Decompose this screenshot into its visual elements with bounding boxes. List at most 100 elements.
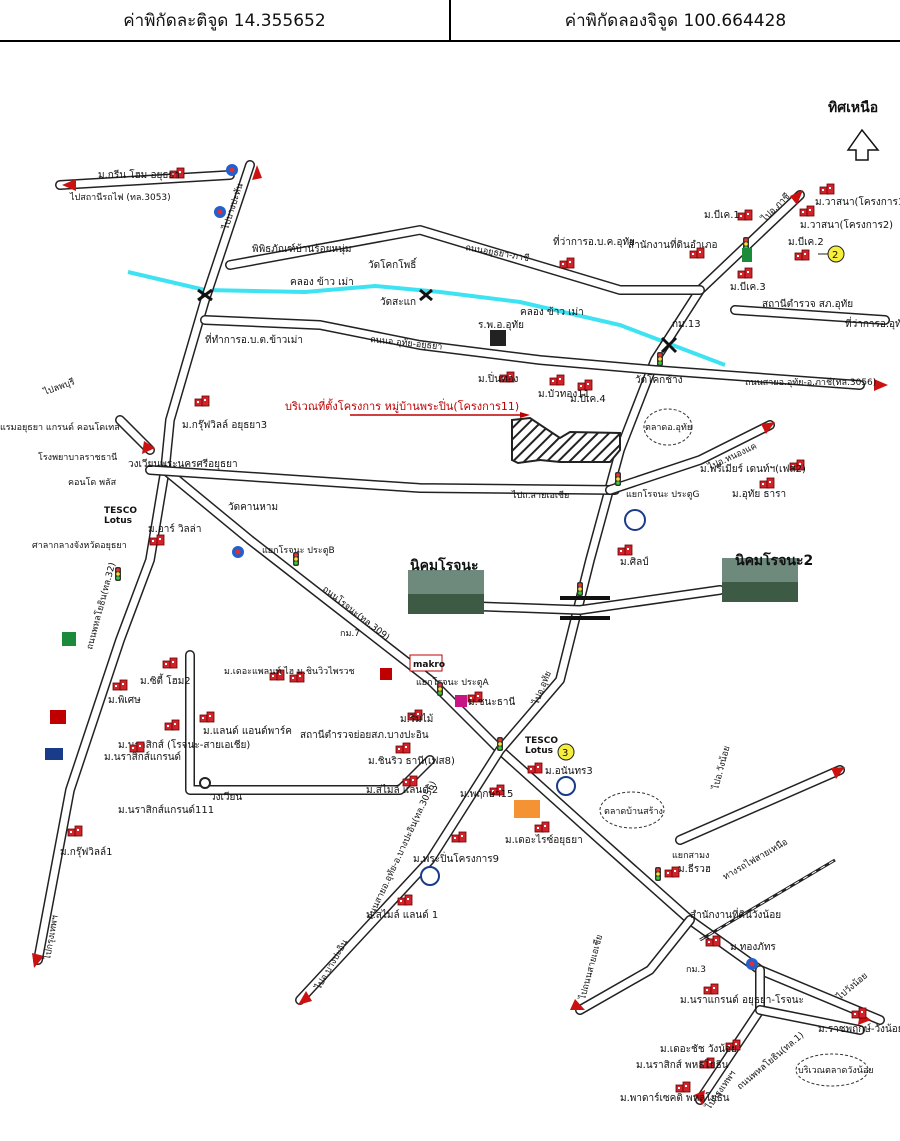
place-label: แยกสามง <box>672 851 709 861</box>
place-label: วัดสะแก <box>380 297 416 308</box>
place-label: ม.พิเศษ <box>108 695 141 706</box>
place-label: ม.เดอะไรซ์อยุธยา <box>505 834 583 846</box>
place-label: แยกโรจนะ ประตูG <box>626 489 700 500</box>
place-label: ม.แลนด์ แอนด์พาร์ค <box>203 725 292 737</box>
place-label: คอนโด พลัส <box>68 477 117 488</box>
svg-text:นิคมโรจนะ2: นิคมโรจนะ2 <box>735 551 813 569</box>
place-label: ม.ริมไม้ <box>400 713 433 725</box>
place-label: ม.บีเค.3 <box>730 281 766 293</box>
road-label-4: ถนนอยุธยา-ภาชี <box>464 242 530 264</box>
place-label: วัดคานหาม <box>228 502 278 513</box>
place-label: สำนักงานที่ดินวังน้อย <box>690 907 781 921</box>
place-label: โรงพยาบาลราชธานี <box>38 452 117 463</box>
place-label: ม.ทองภัทร <box>730 942 776 953</box>
project-site[interactable] <box>511 416 621 465</box>
place-label: ม.ซิตี้ โฮม2 <box>140 673 191 687</box>
makro-logo: makro <box>409 654 445 672</box>
place-label: ที่ทำการอ.บ.ต.ข้าวเม่า <box>205 332 303 346</box>
place-label: ม.กรุ๊ฟวิลล์1 <box>60 846 113 858</box>
industrial-estate-2: นิคมโรจนะ2 <box>722 551 813 602</box>
road-network <box>33 160 890 1105</box>
place-label: ม.สไมล์ แลนด์ 1 <box>366 909 438 921</box>
place-label: วัดโคกช้าง <box>635 373 683 386</box>
place-label: แยกโรจนะ ประตูB <box>262 545 335 556</box>
svg-text:นิคมโรจนะ: นิคมโรจนะ <box>410 556 479 574</box>
road-label-17: ไปวังน้อย <box>834 970 870 1003</box>
place-label: ศาลากลางจังหวัดอยุธยา <box>32 541 127 551</box>
place-label: ที่ว่าการอ.บ.ค.อุทัย <box>553 234 635 248</box>
road-label-20: ไปลพบุรี <box>41 376 76 398</box>
canal-label-2: คลอง ข้าว เม่า <box>520 306 584 318</box>
place-label: ม.ศิลป์ <box>620 556 649 568</box>
place-label: ม.พฤกษา15 <box>460 789 513 800</box>
north-arrow: ทิศเหนือ <box>828 100 880 161</box>
place-label: ม.เดอะแพลนท์ ไฮ ม.ชินวิวไพรวช <box>224 665 355 677</box>
place-label: วงเวียน <box>210 791 242 803</box>
place-label: ม.บีเค.4 <box>570 393 606 405</box>
place-label: ม.ชินริว ธานี(เฟส8) <box>368 755 455 767</box>
place-label: สถานีตำรวจย่อยสภ.บางปะอิน <box>300 729 429 741</box>
longitude-label: ค่าพิกัดลองจิจูด 100.664428 <box>564 10 787 31</box>
place-label: ที่ว่าการอ.อุทัย <box>845 316 900 330</box>
road-label-13: ถนนพหลโยธิน(ทล.32) <box>84 561 118 650</box>
industrial-estate-1: นิคมโรจนะ <box>408 556 484 614</box>
direction-arrows <box>32 165 888 1105</box>
road-label-12: ไปอ.บางปะอิน <box>313 938 351 993</box>
place-label: กม.3 <box>686 965 706 975</box>
place-label: ม.นราสิกส์แกรนด์ <box>104 751 181 763</box>
place-label: ตลาดบ้านสร้าง <box>604 806 663 817</box>
place-label: ร.พ.อ.อุทัย <box>478 320 524 331</box>
place-label: บริเวณตลาดวังน้อย <box>798 1065 874 1076</box>
road-label-1: ไปสถานีรถไฟ (ทล.3053) <box>69 192 171 203</box>
road-label-18: ทางรถไฟสายเหนือ <box>721 837 790 883</box>
canal-label-1: คลอง ข้าว เม่า <box>290 276 354 288</box>
place-label: ม.นราสิกส์แกรนด์111 <box>118 804 214 816</box>
place-label: ม.พรีเมียร์ เดนท์ฯ(เฟส2) <box>700 463 806 475</box>
place-label: ม.กรุ๊ฟวิลล์ อยุธยา3 <box>182 419 267 431</box>
svg-text:TESCO: TESCO <box>525 736 558 746</box>
place-label: ม.บีเค.1 <box>704 209 740 221</box>
road-label-15: ไปถนนสายเอเชีย <box>577 933 605 1001</box>
place-label: ม.ราชพฤกษ์-วังน้อย <box>818 1023 900 1035</box>
project-label: บริเวณที่ตั้งโครงการ หมู่บ้านพระปิ่น(โคร… <box>285 398 519 413</box>
svg-text:Lotus: Lotus <box>104 516 132 526</box>
svg-text:3: 3 <box>562 748 568 759</box>
svg-text:2: 2 <box>832 250 838 261</box>
place-label: ม.อนันทร3 <box>545 766 593 777</box>
road-label-10: ไปอ.วังน้อย <box>710 745 732 792</box>
place-label: ม.ธีรวฮ <box>678 863 711 875</box>
tesco-lotus-logo-1: TESCO Lotus <box>104 506 137 526</box>
numbered-marker-2: 2 <box>818 245 845 263</box>
road-label-2: ไปบางปะหัน <box>220 182 246 232</box>
place-label: แรมอยุธยา แกรนด์ คอนโดเทล <box>0 421 120 433</box>
place-label: ม.วาสนา(โครงการ2) <box>800 218 893 231</box>
place-label: ม.อุทัย ธารา <box>732 489 786 500</box>
place-label: ม.เดอะชัช วังน้อย <box>660 1043 737 1055</box>
place-label: ม.พาดาร์เซคติ พหลโยธิน <box>620 1091 730 1104</box>
place-label: วงเวียนพระนครศรีอยุธยา <box>128 458 238 470</box>
bridge-icons <box>197 288 678 620</box>
svg-text:makro: makro <box>413 660 445 670</box>
place-label: วัดโคกโพธิ์ <box>368 257 418 271</box>
place-label: ม.วาสนา(โครงการ1) <box>815 195 900 208</box>
place-label: ม.กรีน โฮม อยุธยา <box>98 168 180 181</box>
place-label: ม.บีเค.2 <box>788 236 824 248</box>
place-label: ม.อาร์ วิลล่า <box>148 523 201 535</box>
place-label: กม.7 <box>340 629 360 639</box>
place-label: ม.ปิ่นทอง <box>478 371 519 385</box>
railway <box>699 858 836 942</box>
service-icons <box>45 248 752 886</box>
place-markers: ม.กรีน โฮม อยุธยา ที่ว่าการอ.บ.ค.อุทัย ม… <box>0 167 900 1104</box>
location-map[interactable]: ทิศเหนือ บริเวณที่ตั้งโครงการ หมู่บ้านพร… <box>0 80 900 1141</box>
place-label: สถานีตำรวจ สภ.อุทัย <box>762 298 853 310</box>
place-label: สำนักงานที่ดินอำเภอ <box>628 237 718 251</box>
numbered-marker-3: 3 <box>557 743 575 761</box>
place-label: ตลาดอ.อุทัย <box>645 423 692 433</box>
svg-text:ทิศเหนือ: ทิศเหนือ <box>828 100 878 116</box>
place-label: ม.บัวทอง11 <box>538 389 590 400</box>
place-label: พิพิธภัณฑ์บ้านร้อยหนุ่ม <box>252 243 352 255</box>
place-label: ม.นราสิกส์ พหลโยธิน <box>636 1058 729 1071</box>
svg-text:Lotus: Lotus <box>525 746 553 756</box>
canal <box>127 270 726 367</box>
road-label-6: ถนนสายอ.อุทัย-อ.ภาชี(ทล.3056) <box>745 377 876 388</box>
